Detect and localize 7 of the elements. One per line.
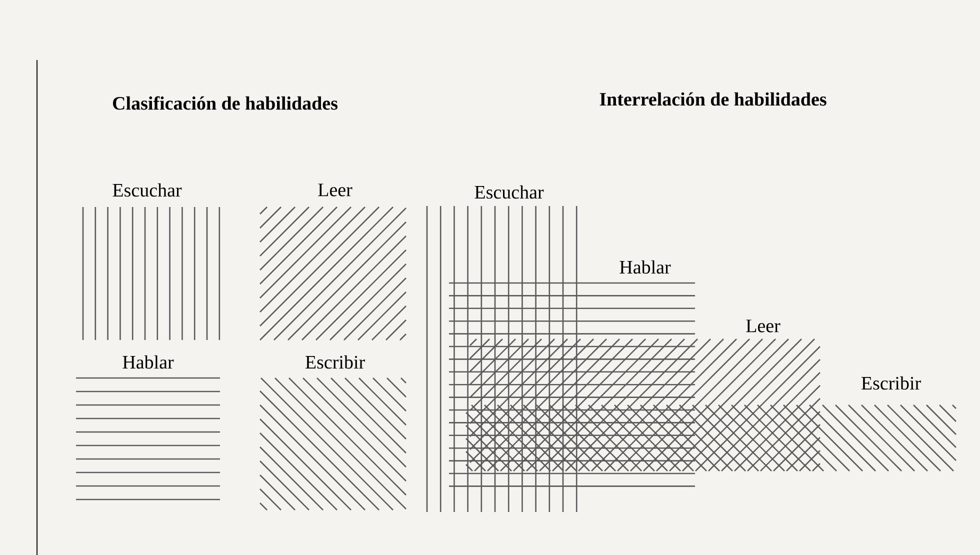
hatched-patch: Leer — [260, 182, 406, 340]
hatched-patch: Escribir — [466, 375, 956, 472]
heading: Interrelación de habilidades — [600, 92, 826, 106]
hatched-patch: Escuchar — [82, 182, 220, 340]
hatched-patch: Hablar — [76, 354, 220, 500]
hatched-patch: Escribir — [260, 354, 406, 510]
heading: Clasificación de habilidades — [112, 96, 338, 110]
